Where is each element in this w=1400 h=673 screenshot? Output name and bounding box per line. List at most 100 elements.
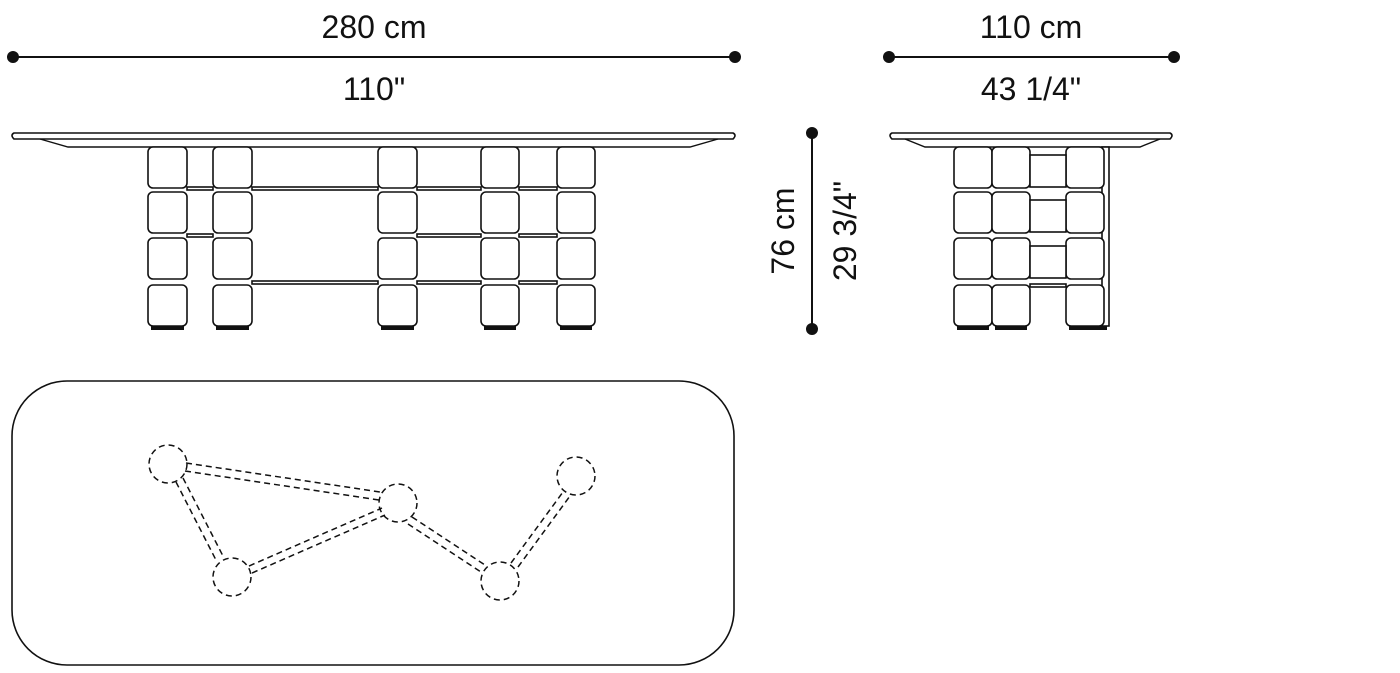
plan-tabletop-outline (11, 380, 735, 666)
front-tabletop (11, 132, 736, 140)
leg-block (991, 284, 1031, 327)
side-recess (1029, 245, 1067, 279)
leg-block (212, 191, 253, 234)
connector-line (510, 491, 564, 564)
leg-block (953, 284, 993, 327)
stretcher (251, 280, 379, 285)
plan-view (11, 380, 735, 666)
leg-block (953, 237, 993, 280)
side-recess (1029, 199, 1067, 233)
leg-position-circle (212, 557, 252, 597)
leg-block (1065, 191, 1105, 234)
leg-block (991, 237, 1031, 280)
leg-foot (957, 326, 989, 330)
length-left-endpoint (7, 51, 19, 63)
leg-foot (381, 326, 414, 330)
leg-block (147, 146, 188, 189)
connector-line (182, 477, 225, 559)
stretcher (251, 186, 379, 191)
height-metric-label: 76 cm (765, 187, 801, 274)
leg-block (212, 237, 253, 280)
connector-line (184, 470, 380, 501)
connector-line (175, 481, 218, 563)
leg-foot (484, 326, 516, 330)
leg-foot (216, 326, 249, 330)
leg-block (480, 191, 520, 234)
front-leg-column (556, 146, 596, 330)
length-metric-label: 280 cm (322, 9, 427, 45)
leg-block (1065, 237, 1105, 280)
front-leg-column (480, 146, 520, 330)
leg-block (147, 237, 188, 280)
side-tabletop (889, 132, 1173, 140)
leg-block (953, 146, 993, 189)
plan-connectors (175, 462, 571, 574)
front-leg-column (377, 146, 418, 330)
side-leg-grid (953, 146, 1107, 330)
leg-position-circle (480, 561, 520, 601)
connector-line (517, 495, 571, 568)
front-tabletop-underside (39, 138, 719, 148)
leg-block (556, 237, 596, 280)
front-leg-column (212, 146, 253, 330)
leg-block (1065, 146, 1105, 189)
leg-block (212, 284, 253, 327)
length-imperial-label: 110" (343, 71, 405, 107)
length-right-endpoint (729, 51, 741, 63)
leg-position-circle (148, 444, 188, 484)
leg-block (377, 146, 418, 189)
depth-imperial-label: 43 1/4" (981, 71, 1081, 107)
height-imperial-label: 29 3/4" (827, 181, 863, 281)
connector-line (248, 507, 383, 567)
leg-block (991, 146, 1031, 189)
leg-block (1065, 284, 1105, 327)
leg-block (953, 191, 993, 234)
leg-block (377, 284, 418, 327)
side-tabletop-underside (904, 138, 1161, 148)
connector-line (251, 514, 386, 574)
leg-block (147, 191, 188, 234)
leg-block (556, 284, 596, 327)
front-leg-column (147, 146, 188, 330)
leg-block (556, 191, 596, 234)
leg-block (556, 146, 596, 189)
leg-block (480, 237, 520, 280)
leg-foot (1069, 326, 1107, 330)
stretcher (416, 233, 482, 238)
length-dimension: 280 cm 110" (7, 9, 741, 107)
stretcher (518, 186, 558, 191)
leg-position-circle (378, 483, 418, 523)
leg-block (480, 146, 520, 189)
height-bottom-endpoint (806, 323, 818, 335)
depth-metric-label: 110 cm (980, 9, 1083, 45)
leg-block (377, 237, 418, 280)
connector-line (407, 523, 482, 573)
stretcher (186, 186, 214, 191)
stretcher (416, 186, 482, 191)
plan-leg-positions (148, 444, 596, 601)
leg-block (377, 191, 418, 234)
leg-block (212, 146, 253, 189)
leg-foot (995, 326, 1027, 330)
stretcher (518, 233, 558, 238)
stretcher (416, 280, 482, 285)
height-dimension: 76 cm 29 3/4" (765, 127, 863, 335)
stretcher (186, 233, 214, 238)
depth-right-endpoint (1168, 51, 1180, 63)
leg-block (480, 284, 520, 327)
side-view (889, 132, 1173, 330)
depth-left-endpoint (883, 51, 895, 63)
depth-dimension: 110 cm 43 1/4" (883, 9, 1180, 107)
front-view (11, 132, 736, 330)
height-top-endpoint (806, 127, 818, 139)
stretcher (518, 280, 558, 285)
side-stretcher (1029, 283, 1067, 288)
front-stretchers (186, 186, 558, 285)
leg-block (147, 284, 188, 327)
leg-position-circle (556, 456, 596, 496)
side-recess (1029, 154, 1067, 188)
connector-line (411, 516, 486, 566)
leg-foot (560, 326, 592, 330)
connector-line (185, 462, 381, 493)
